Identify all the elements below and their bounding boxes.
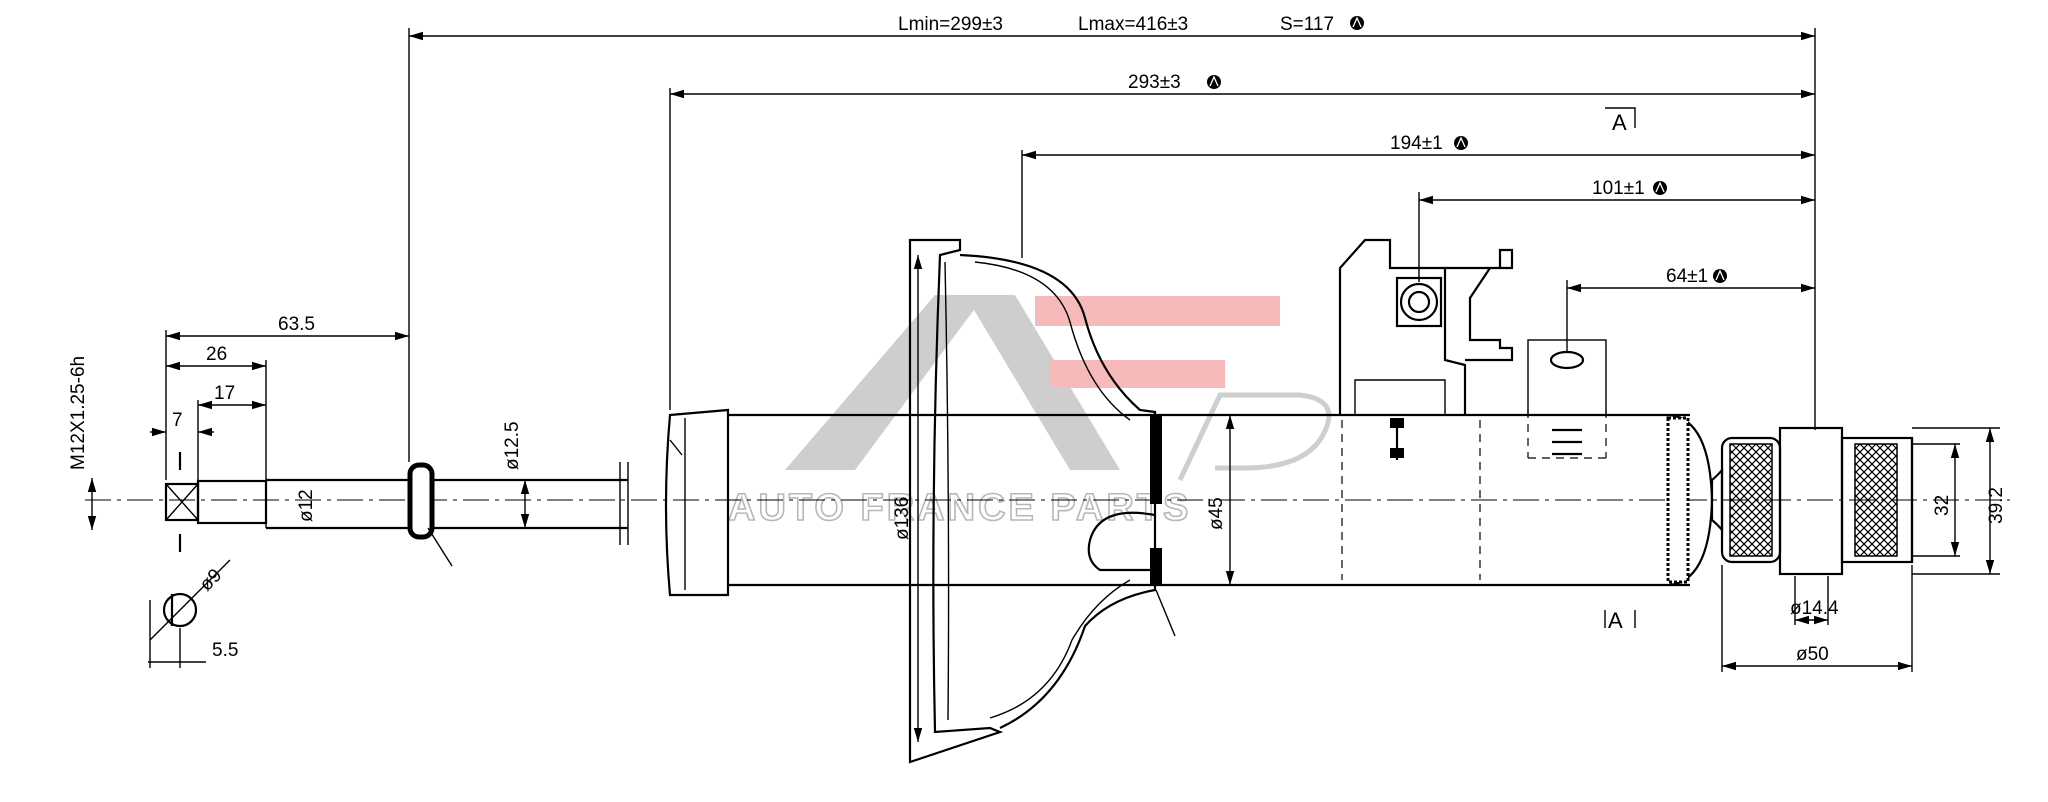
- hole-circle: [162, 592, 198, 628]
- seat-cup-inner-lower: [989, 579, 1131, 719]
- seat-ring-leader: [1155, 589, 1176, 637]
- watermark-logo: AUTO FRANCE PARTS: [727, 295, 1332, 530]
- tolerance-symbol-64: [1713, 269, 1727, 283]
- thread-end-cross-b: [165, 483, 199, 521]
- hose-bracket: [1338, 238, 1514, 460]
- label-63-5: 63.5: [278, 314, 315, 335]
- tube-end-knurl: [1666, 416, 1690, 584]
- bracket-bolt-square: [1395, 276, 1443, 328]
- seat-bulge: [1087, 511, 1156, 572]
- label-lmin: Lmin=299±3: [898, 14, 1003, 35]
- section-a-top: A: [1612, 110, 1627, 135]
- bracket-bolt-inner: [1407, 290, 1431, 314]
- rod-ring: [407, 462, 435, 540]
- rod-ring-leader: [427, 527, 453, 567]
- label-39-2: 39.2: [1986, 487, 2007, 524]
- label-dia-50: ø50: [1796, 644, 1829, 665]
- label-26: 26: [206, 344, 227, 365]
- label-dia-12: ø12: [296, 489, 317, 522]
- label-dia-45: ø45: [1206, 497, 1227, 530]
- label-32: 32: [1932, 495, 1953, 516]
- label-194: 194±1: [1390, 133, 1443, 154]
- hole-leader: [149, 559, 231, 641]
- label-dia-136: ø136: [892, 497, 913, 540]
- bushing-hatch-left: [1729, 443, 1773, 557]
- seat-cup-inner: [974, 261, 1131, 421]
- bracket-bolt-outer: [1399, 282, 1439, 322]
- piston-rod: [164, 462, 629, 567]
- seat-flange-outer: [908, 238, 1004, 764]
- seat-flange-inner: [944, 261, 950, 721]
- label-64: 64±1: [1666, 266, 1708, 287]
- section-marks: A A: [1604, 107, 1636, 633]
- section-a-bottom: A: [1608, 608, 1623, 633]
- watermark-text: AUTO FRANCE PARTS: [728, 487, 1191, 529]
- label-dia-14-4: ø14.4: [1790, 598, 1839, 619]
- extension-lines: [165, 28, 2000, 672]
- bracket-outline: [1338, 238, 1467, 415]
- bracket-lower-lines: [1354, 379, 1446, 415]
- tolerance-symbol-194: [1454, 136, 1468, 150]
- bushing-sleeve: [1778, 426, 1844, 576]
- label-stroke: S=117: [1280, 14, 1334, 35]
- section-a-bottom-arrow: [1604, 610, 1636, 628]
- label-lmax: Lmax=416±3: [1078, 14, 1188, 35]
- seat-lower-ring: [1150, 548, 1162, 586]
- label-dia-12-5: ø12.5: [502, 421, 523, 470]
- sensor-bracket: [1527, 339, 1607, 459]
- lower-end: [1666, 413, 1914, 587]
- logo-p-shape: [1177, 392, 1332, 482]
- sensor-hole: [1549, 350, 1585, 370]
- cap-outline: [664, 408, 730, 597]
- label-17: 17: [214, 383, 235, 404]
- logo-f-bar-mid: [1050, 360, 1225, 388]
- label-dia-9: ø9: [196, 565, 227, 596]
- label-101: 101±1: [1592, 178, 1645, 199]
- seat-seal-ring: [1150, 416, 1162, 504]
- spring-seat: [908, 238, 1176, 764]
- cap-notch: [669, 439, 683, 456]
- rod-tip: [196, 479, 268, 525]
- seat-cup: [959, 253, 1157, 729]
- upper-cap: [664, 408, 730, 597]
- bushing-hatch-right: [1854, 443, 1898, 557]
- dimension-text: Lmin=299±3 Lmax=416±3 S=117 293±3 194±1 …: [68, 14, 2007, 665]
- label-5-5: 5.5: [212, 640, 238, 661]
- label-293: 293±3: [1128, 72, 1181, 93]
- section-a-top-arrow: [1605, 107, 1636, 128]
- logo-a-right-stroke: [965, 295, 1120, 470]
- stroke-tolerance-symbol: [1350, 16, 1364, 30]
- dimension-lines: [87, 31, 1995, 742]
- tolerance-symbol-293: [1207, 75, 1221, 89]
- tolerance-symbol-101: [1653, 181, 1667, 195]
- logo-f-bar-top: [1035, 296, 1280, 326]
- label-thread: M12X1.25-6h: [68, 356, 89, 470]
- logo-a-left-stroke: [785, 295, 985, 470]
- label-7: 7: [172, 410, 183, 431]
- bracket-fork: [1445, 248, 1514, 362]
- hole-section-view: [149, 452, 231, 668]
